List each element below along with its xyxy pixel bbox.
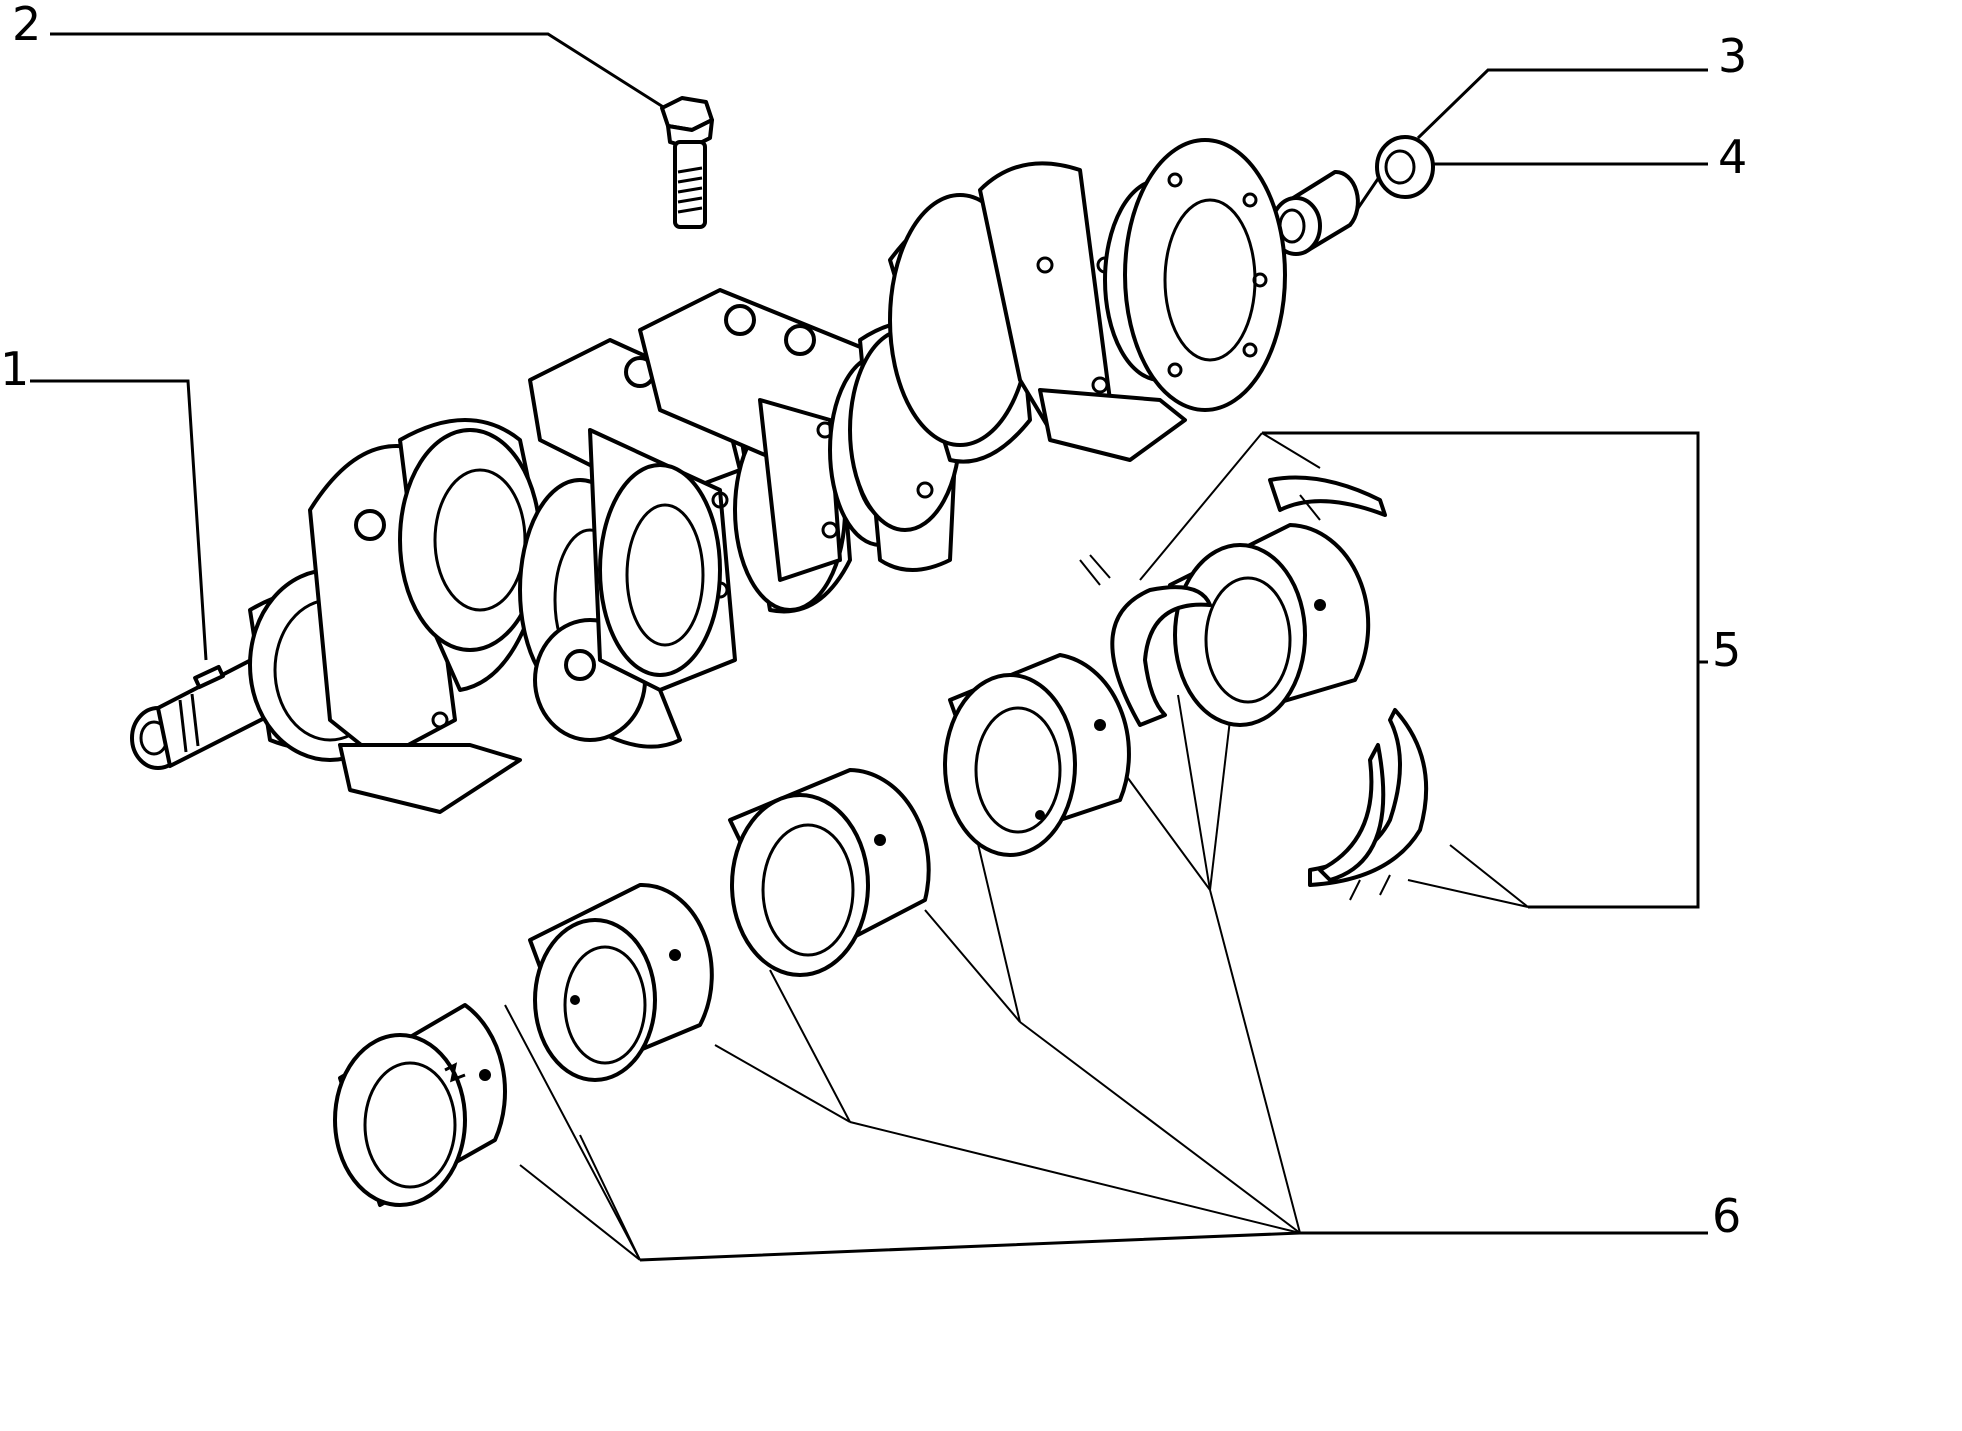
bearing-shell-5 [1168, 523, 1371, 727]
callout-4: 4 [1718, 130, 1747, 184]
bearing-shells [333, 523, 1371, 1207]
callout-1: 1 [0, 342, 29, 396]
leader-lines [30, 32, 1708, 1262]
washer-part [1375, 135, 1435, 199]
bearing-shell-4 [943, 653, 1131, 857]
bearing-shell-3 [728, 768, 931, 977]
callout-5: 5 [1712, 623, 1741, 677]
bearing-shell-2 [528, 882, 714, 1082]
bolt-part [660, 96, 714, 229]
bearing-shell-1 [333, 1003, 507, 1207]
callout-6: 6 [1712, 1189, 1741, 1243]
thrust-washers [1079, 475, 1429, 901]
bushing-part [1270, 169, 1360, 256]
callout-2: 2 [12, 0, 41, 51]
crankshaft-part [130, 138, 1287, 814]
callout-3: 3 [1718, 29, 1747, 83]
